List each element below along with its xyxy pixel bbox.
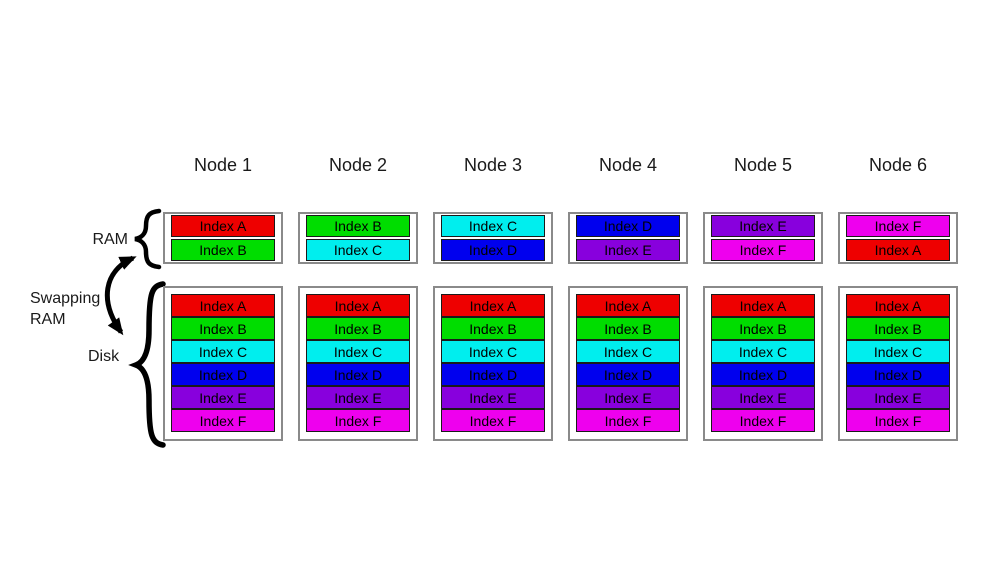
ram-box: Index D Index E: [568, 212, 688, 264]
node-column-2: Node 2 Index B Index C Index A Index B I…: [298, 155, 418, 445]
disk-block: Index B: [711, 317, 815, 340]
ram-block: Index E: [711, 215, 815, 237]
swap-arrow: [104, 255, 137, 336]
disk-block: Index A: [846, 294, 950, 317]
node-label: Node 6: [868, 155, 928, 175]
disk-block: Index A: [441, 294, 545, 317]
disk-block: Index A: [306, 294, 410, 317]
disk-box: Index A Index B Index C Index D Index E …: [433, 286, 553, 441]
disk-block: Index E: [576, 386, 680, 409]
ram-box: Index F Index A: [838, 212, 958, 264]
disk-block: Index A: [171, 294, 275, 317]
disk-block: Index E: [441, 386, 545, 409]
disk-block: Index B: [576, 317, 680, 340]
ram-brace: [134, 208, 162, 270]
disk-block: Index F: [171, 409, 275, 432]
disk-block: Index C: [306, 340, 410, 363]
node-label: Node 5: [733, 155, 793, 175]
disk-block: Index D: [711, 363, 815, 386]
disk-block: Index C: [711, 340, 815, 363]
ram-block: Index B: [306, 215, 410, 237]
disk-box: Index A Index B Index C Index D Index E …: [838, 286, 958, 441]
node-label: Node 3: [463, 155, 523, 175]
ram-box: Index A Index B: [163, 212, 283, 264]
ram-block: Index C: [441, 215, 545, 237]
node-column-3: Node 3 Index C Index D Index A Index B I…: [433, 155, 553, 445]
disk-box: Index A Index B Index C Index D Index E …: [568, 286, 688, 441]
disk-block: Index A: [576, 294, 680, 317]
ram-box: Index C Index D: [433, 212, 553, 264]
node-label: Node 1: [193, 155, 253, 175]
ram-block: Index C: [306, 239, 410, 261]
ram-block: Index D: [441, 239, 545, 261]
ram-block: Index B: [171, 239, 275, 261]
disk-block: Index C: [441, 340, 545, 363]
disk-block: Index B: [846, 317, 950, 340]
node-column-1: Node 1 Index A Index B Index A Index B I…: [163, 155, 283, 445]
disk-box: Index A Index B Index C Index D Index E …: [703, 286, 823, 441]
ram-block: Index F: [846, 215, 950, 237]
node-label: Node 2: [328, 155, 388, 175]
disk-block: Index D: [171, 363, 275, 386]
swapping-ram-label-line1: Swapping: [30, 290, 101, 307]
disk-block: Index C: [576, 340, 680, 363]
disk-block: Index D: [576, 363, 680, 386]
disk-block: Index F: [441, 409, 545, 432]
disk-block: Index E: [711, 386, 815, 409]
disk-block: Index D: [441, 363, 545, 386]
disk-block: Index B: [441, 317, 545, 340]
disk-brace: [128, 281, 166, 448]
disk-block: Index A: [711, 294, 815, 317]
ram-block: Index A: [846, 239, 950, 261]
disk-block: Index F: [306, 409, 410, 432]
disk-block: Index E: [846, 386, 950, 409]
node-column-4: Node 4 Index D Index E Index A Index B I…: [568, 155, 688, 445]
ram-block: Index E: [576, 239, 680, 261]
disk-block: Index E: [306, 386, 410, 409]
disk-box: Index A Index B Index C Index D Index E …: [298, 286, 418, 441]
ram-label: RAM: [92, 231, 128, 248]
ram-box: Index E Index F: [703, 212, 823, 264]
disk-block: Index B: [171, 317, 275, 340]
disk-block: Index F: [846, 409, 950, 432]
disk-block: Index C: [171, 340, 275, 363]
node-column-6: Node 6 Index F Index A Index A Index B I…: [838, 155, 958, 445]
ram-box: Index B Index C: [298, 212, 418, 264]
ram-block: Index A: [171, 215, 275, 237]
swapping-ram-label: Swapping RAM: [30, 288, 100, 330]
ram-block: Index F: [711, 239, 815, 261]
disk-block: Index F: [576, 409, 680, 432]
disk-block: Index C: [846, 340, 950, 363]
disk-label: Disk: [88, 348, 120, 365]
disk-box: Index A Index B Index C Index D Index E …: [163, 286, 283, 441]
swapping-ram-label-line2: RAM: [30, 311, 66, 328]
disk-block: Index E: [171, 386, 275, 409]
node-label: Node 4: [598, 155, 658, 175]
disk-block: Index D: [846, 363, 950, 386]
disk-block: Index D: [306, 363, 410, 386]
node-column-5: Node 5 Index E Index F Index A Index B I…: [703, 155, 823, 445]
disk-block: Index B: [306, 317, 410, 340]
disk-block: Index F: [711, 409, 815, 432]
ram-block: Index D: [576, 215, 680, 237]
